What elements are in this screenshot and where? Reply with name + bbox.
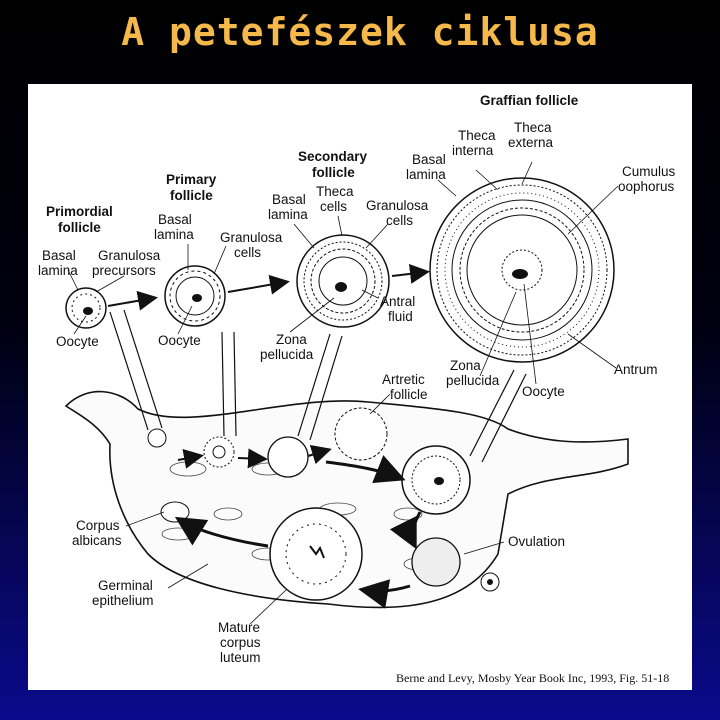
primary-follicle <box>164 265 226 327</box>
ovary-secondary-follicle <box>267 436 309 478</box>
label-oocyte-primordial: Oocyte <box>56 334 99 349</box>
page-title: A petefészek ciklusa <box>121 10 599 54</box>
label-ovulation: Ovulation <box>508 534 565 549</box>
corpus-albicans-shape <box>160 501 190 523</box>
primordial-header-line1: Primordial <box>46 204 113 219</box>
primordial-header-line2: follicle <box>58 220 101 235</box>
ovary-primordial-follicle <box>147 428 167 448</box>
primary-header-line1: Primary <box>166 172 217 187</box>
secondary-header-line2: follicle <box>312 165 355 180</box>
secondary-follicle <box>296 234 390 328</box>
primary-header-line2: follicle <box>170 188 213 203</box>
graffian-follicle <box>429 177 615 363</box>
ovary-atretic-follicle <box>334 407 388 461</box>
graffian-follicle-header: Graffian follicle <box>480 93 579 108</box>
label-oocyte-primary: Oocyte <box>158 333 201 348</box>
secondary-header-line1: Secondary <box>298 149 368 164</box>
ovary-primary-follicle <box>203 436 235 468</box>
ovary-ruptured-follicle <box>411 537 461 587</box>
primordial-follicle <box>65 287 107 329</box>
label-oocyte-graffian: Oocyte <box>522 384 565 399</box>
label-antrum: Antrum <box>614 362 658 377</box>
figure-citation: Berne and Levy, Mosby Year Book Inc, 199… <box>396 671 669 685</box>
